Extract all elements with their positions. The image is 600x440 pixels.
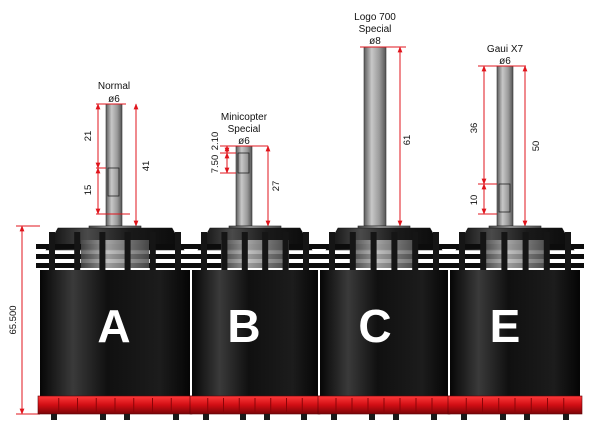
- motor-b-title-line-2: Special: [228, 124, 261, 135]
- motor-a-title-line-1: Normal: [98, 81, 130, 92]
- motor-e: Gaui X7 ø6 36 10 50 E: [446, 44, 584, 420]
- bell-spoke: [282, 232, 289, 270]
- bell-spoke: [201, 232, 207, 270]
- motor-c-shaft: [363, 46, 387, 227]
- bell-spoke: [459, 232, 465, 270]
- motor-a-body: [36, 225, 194, 420]
- mount-nub: [100, 414, 106, 420]
- motor-b-dim-total: 27: [271, 181, 282, 192]
- motor-c: Logo 700 Special ø8 61 C: [316, 12, 452, 420]
- bell-spoke: [329, 232, 335, 270]
- mount-nub: [431, 414, 437, 420]
- mount-nub: [51, 414, 57, 420]
- motor-a-title: Normal: [98, 81, 130, 92]
- motor-e-body: [446, 225, 584, 420]
- motor-can: [450, 270, 580, 396]
- motor-b: Minicopter Special ø6 2.10 7.50 27 B: [188, 112, 322, 420]
- mount-nub: [264, 414, 270, 420]
- motor-b-dim-top: 2.10: [210, 132, 221, 151]
- bell-spoke: [349, 232, 356, 270]
- bell-spoke: [74, 232, 81, 270]
- motor-e-letter: E: [490, 300, 521, 352]
- motor-b-flat-slot: [237, 152, 250, 174]
- mount-nub: [393, 414, 399, 420]
- motor-e-title: Gaui X7: [487, 44, 524, 55]
- mount-nub: [524, 414, 530, 420]
- motor-c-title: Logo 700 Special: [354, 12, 396, 35]
- overall-height-dimension: 65.500: [8, 225, 40, 415]
- bell-spoke: [241, 232, 248, 270]
- motor-c-dim-total: 61: [402, 135, 413, 146]
- motor-b-body: [188, 225, 322, 420]
- motor-c-letter: C: [358, 300, 391, 352]
- motor-c-title-line-2: Special: [359, 24, 392, 35]
- mount-nub: [203, 414, 209, 420]
- stator-band: [350, 240, 418, 268]
- motor-e-flat-slot: [498, 183, 511, 213]
- motor-can: [192, 270, 318, 396]
- motor-a-dim-upper: 21: [83, 131, 94, 142]
- motor-c-body: [316, 225, 452, 420]
- motor-c-diameter: ø8: [369, 36, 381, 47]
- motor-c-title-line-1: Logo 700: [354, 12, 396, 23]
- motor-a-shaft: [105, 103, 123, 227]
- bell-spoke: [480, 232, 487, 270]
- stator-band: [481, 240, 549, 268]
- bell-spoke: [501, 232, 508, 270]
- motor-e-dim-upper: 36: [469, 123, 480, 134]
- stator-band: [81, 240, 149, 268]
- mount-nub: [461, 414, 467, 420]
- mount-nub: [173, 414, 179, 420]
- bell-spoke: [99, 232, 106, 270]
- bell-spoke: [49, 232, 55, 270]
- mount-nub: [301, 414, 307, 420]
- motor-b-dim-slot: 7.50: [210, 155, 221, 174]
- motor-a-flat-slot: [107, 167, 120, 197]
- mount-nub: [500, 414, 506, 420]
- motor-e-dim-lower: 10: [469, 195, 480, 206]
- motor-b-title-line-1: Minicopter: [221, 112, 268, 123]
- bell-spoke: [303, 232, 309, 270]
- motor-can: [40, 270, 190, 396]
- overall-height-label: 65.500: [8, 305, 19, 334]
- motor-b-diameter: ø6: [238, 136, 250, 147]
- bell-spoke: [124, 232, 131, 270]
- motor-e-diameter: ø6: [499, 56, 511, 67]
- bell-spoke: [391, 232, 398, 270]
- mount-nub: [240, 414, 246, 420]
- motor-a-dim-total: 41: [141, 161, 152, 172]
- bell-spoke: [149, 232, 156, 270]
- mount-nub: [563, 414, 569, 420]
- bell-spoke: [262, 232, 269, 270]
- bell-spoke: [543, 232, 550, 270]
- bell-spoke: [221, 232, 228, 270]
- motor-b-title: Minicopter Special: [221, 112, 268, 135]
- motor-a: Normal ø6 21 15 41 A: [36, 81, 194, 420]
- motor-a-dim-lower: 15: [83, 185, 94, 196]
- motor-b-letter: B: [227, 300, 260, 352]
- motor-a-diameter: ø6: [108, 94, 120, 105]
- motor-a-letter: A: [97, 300, 130, 352]
- motor-can: [320, 270, 448, 396]
- mount-nub: [124, 414, 130, 420]
- motor-e-title-line-1: Gaui X7: [487, 44, 524, 55]
- mount-nub: [369, 414, 375, 420]
- bell-spoke: [370, 232, 377, 270]
- motor-e-dim-total: 50: [531, 141, 542, 152]
- bell-spoke: [412, 232, 419, 270]
- bell-spoke: [175, 232, 181, 270]
- bell-spoke: [433, 232, 439, 270]
- bell-spoke: [522, 232, 529, 270]
- mount-nub: [331, 414, 337, 420]
- bell-spoke: [565, 232, 571, 270]
- stator-band: [221, 240, 289, 268]
